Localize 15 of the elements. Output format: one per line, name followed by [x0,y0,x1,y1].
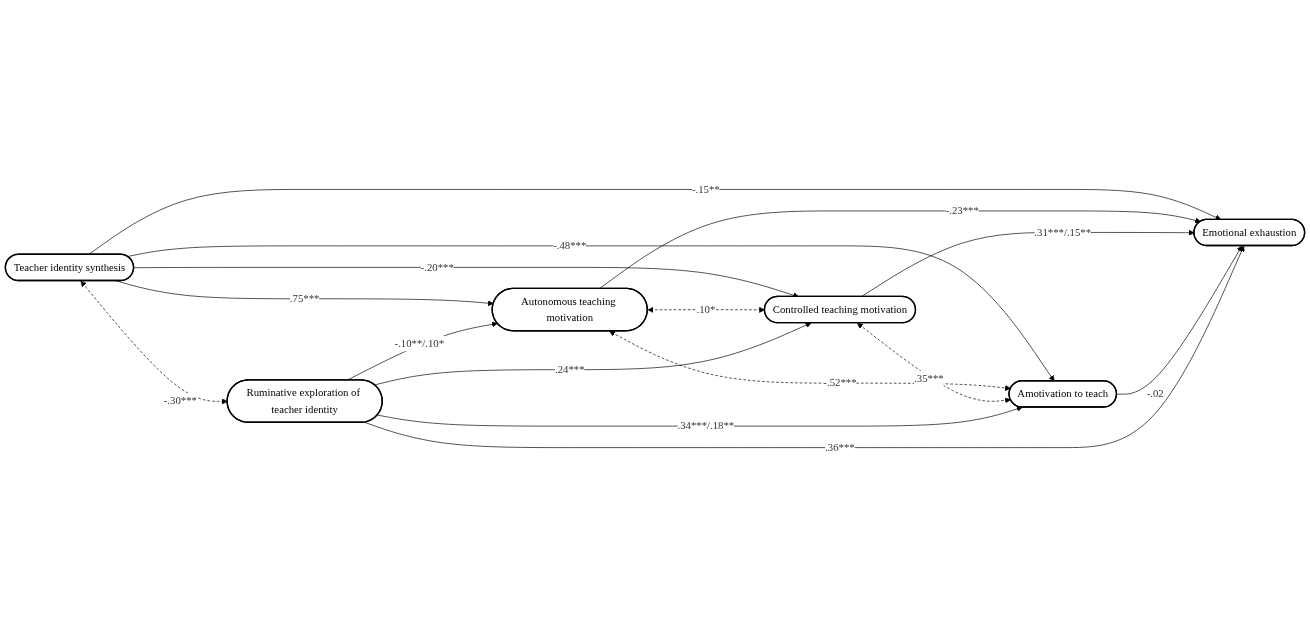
edge-label: .36*** [825,441,855,453]
edge-label: -.48*** [553,239,587,252]
edge-label: .31***/.15** [1034,226,1092,238]
edge-label: -.15** [691,183,720,195]
edge-label: .75*** [289,292,320,305]
edge-label: .10* [696,303,716,315]
edge-label: -.02 [1146,387,1164,400]
edge-label: .35*** [914,372,944,385]
edge-label: -.52*** [823,377,857,389]
edge-label: .34***/.18** [677,420,735,432]
edge-label: -.30*** [163,395,197,407]
edge-label: .24*** [554,363,585,376]
edge-label: -.10**/.10* [394,337,445,349]
edge-label: -.23*** [945,204,979,217]
edge-label: -.20*** [420,261,454,273]
